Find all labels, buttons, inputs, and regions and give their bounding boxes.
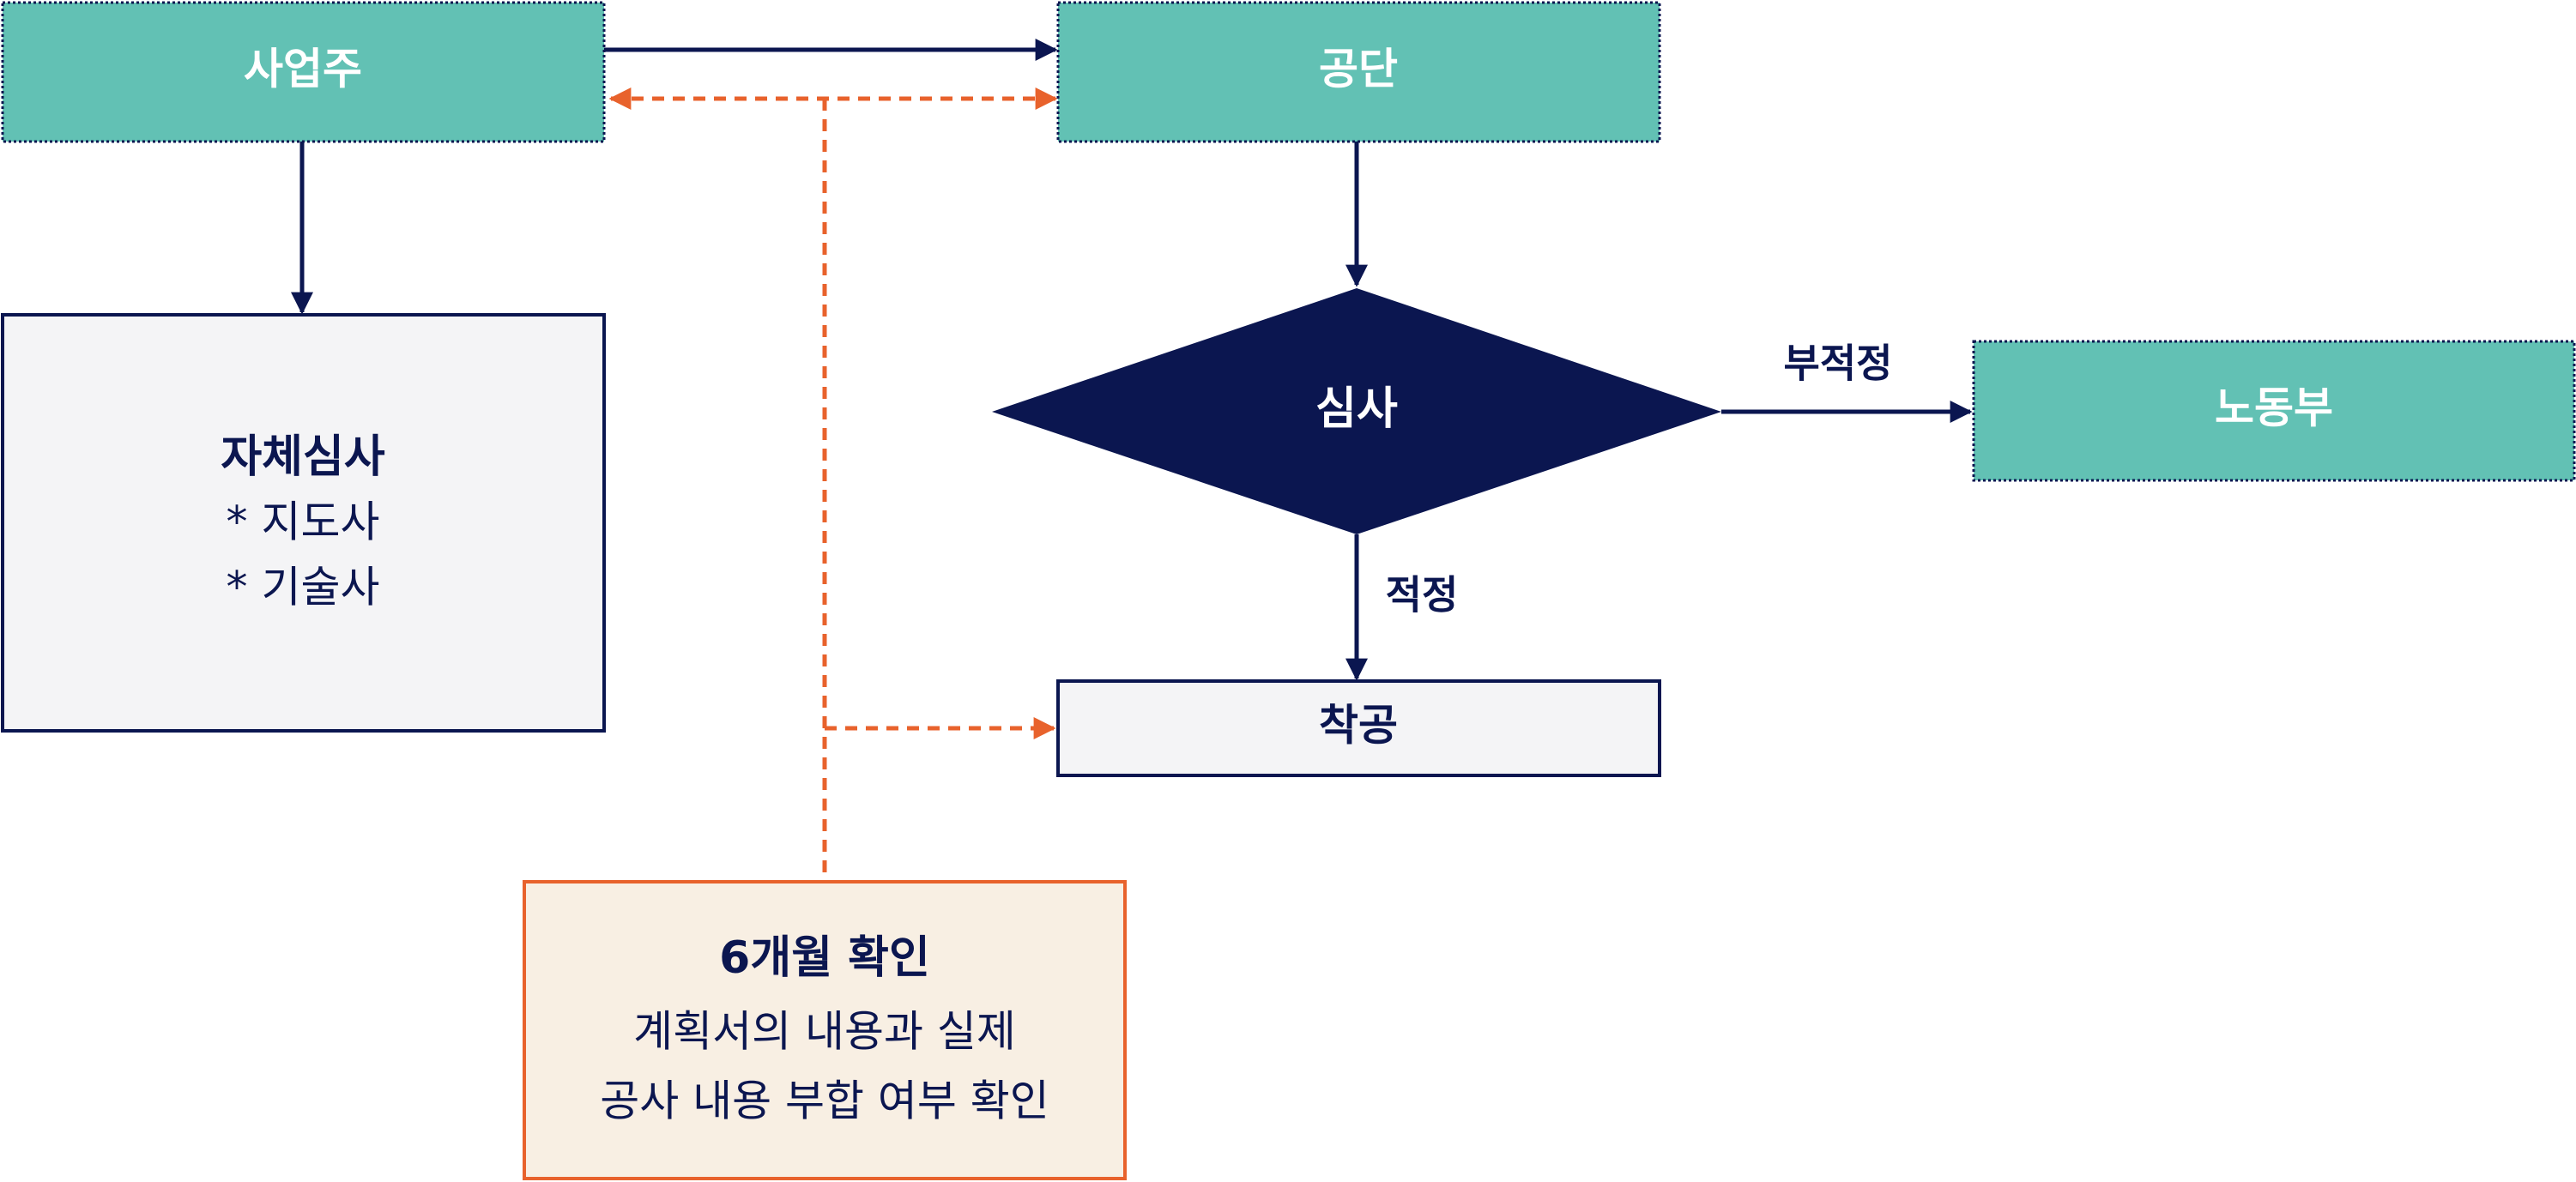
labor-ministry-node: 노동부: [1972, 340, 2576, 482]
labor-ministry-label: 노동부: [2215, 383, 2333, 433]
six-month-check-line-1: 계획서의 내용과 실제: [633, 1007, 1016, 1057]
self-review-node: 자체심사 * 지도사 * 기술사: [1, 313, 606, 733]
six-month-check-title: 6개월 확인: [719, 932, 930, 984]
construction-start-label: 착공: [1319, 701, 1398, 751]
six-month-check-line-2: 공사 내용 부합 여부 확인: [600, 1076, 1049, 1126]
review-decision-node: 심사: [992, 288, 1721, 534]
unsuitable-label: 부적정: [1784, 341, 1893, 387]
owner-node: 사업주: [1, 1, 606, 143]
self-review-title: 자체심사: [221, 431, 385, 483]
six-month-check-node: 6개월 확인 계획서의 내용과 실제 공사 내용 부합 여부 확인: [523, 880, 1127, 1180]
suitable-label: 적정: [1386, 572, 1459, 618]
review-label: 심사: [1315, 383, 1398, 435]
self-review-item-1: * 지도사: [227, 498, 380, 547]
agency-node: 공단: [1056, 1, 1661, 143]
self-review-item-2: * 기술사: [227, 563, 380, 612]
owner-label: 사업주: [244, 45, 362, 94]
construction-start-node: 착공: [1056, 679, 1661, 777]
agency-label: 공단: [1319, 45, 1398, 94]
